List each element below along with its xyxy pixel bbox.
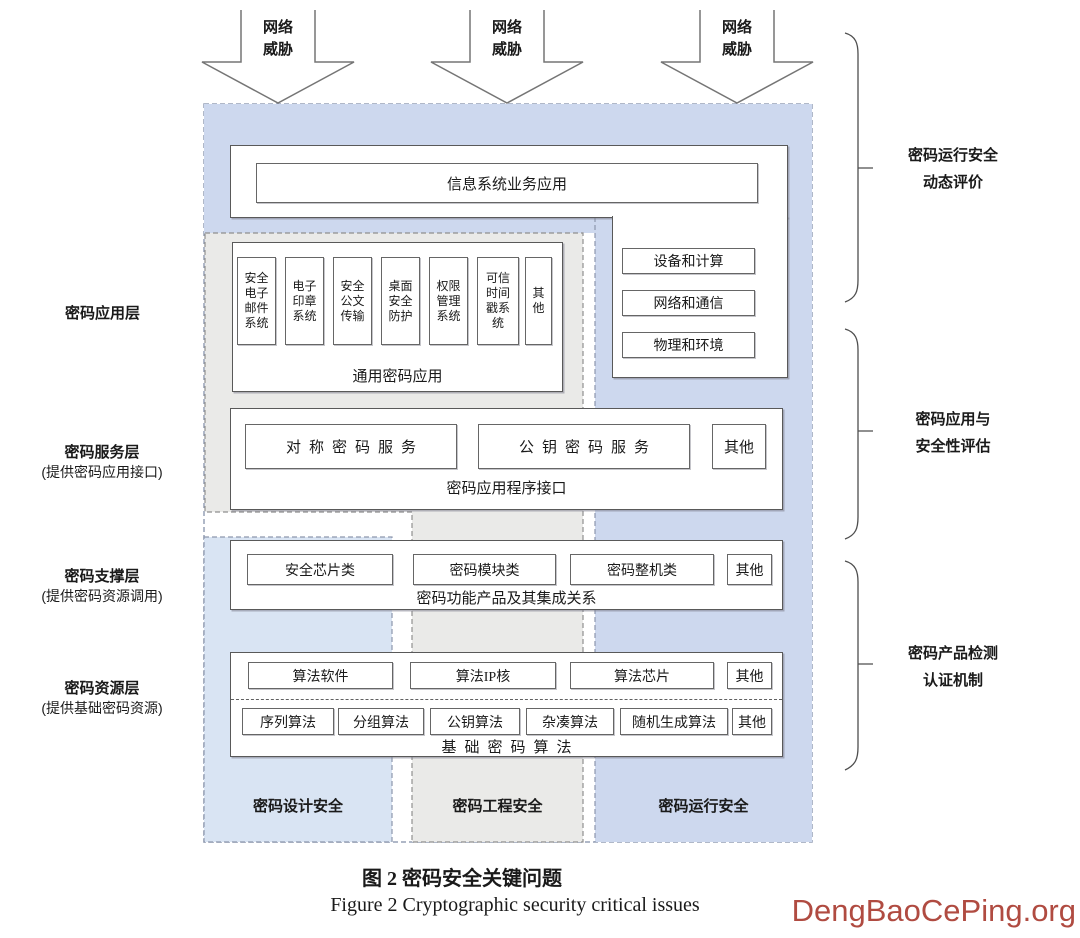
generic-crypto-apps-label: 通用密码应用 — [352, 369, 443, 385]
layer-title: 密码应用层 — [64, 305, 140, 322]
layer-subtitle: (提供基础密码资源) — [41, 700, 163, 716]
generic-crypto-apps-container: 安全 电子 邮件 系统 电子 印章 系统 安全 公文 传输 桌面 安全 防护 权… — [232, 242, 563, 392]
brace-icon — [844, 328, 873, 540]
app-box: 电子 印章 系统 — [285, 257, 324, 345]
threat-arrow-label: 网络 威胁 — [721, 19, 752, 58]
layer-title: 密码支撑层 — [64, 568, 140, 585]
threat-arrow-label: 网络 威胁 — [491, 19, 522, 58]
threat-arrow-icon — [430, 10, 584, 104]
app-box: 权限 管理 系统 — [429, 257, 468, 345]
algorithm-box: 分组算法 — [338, 708, 424, 735]
layer-subtitle: (提供密码应用接口) — [41, 464, 163, 480]
layer-subtitle: (提供密码资源调用) — [41, 588, 163, 604]
brace-icon — [844, 32, 873, 303]
algorithm-box: 杂凑算法 — [526, 708, 614, 735]
environment-container: 设备和计算 网络和通信 物理和环境 — [612, 216, 788, 378]
threat-arrow-icon — [201, 10, 355, 104]
layer-label-resource: 密码资源层 (提供基础密码资源) — [2, 679, 202, 717]
watermark: DengBaoCePing.org — [791, 893, 1076, 928]
service-box: 对称密码服务 — [245, 424, 457, 469]
support-layer-container: 安全芯片类 密码模块类 密码整机类 其他 密码功能产品及其集成关系 — [230, 540, 783, 610]
layer-label-support: 密码支撑层 (提供密码资源调用) — [2, 567, 202, 605]
app-box: 安全 公文 传输 — [333, 257, 372, 345]
resource-box: 其他 — [727, 662, 772, 689]
app-box: 可信 时间 戳系 统 — [477, 257, 519, 345]
caption-en: Figure 2 Cryptographic security critical… — [330, 894, 700, 916]
threat-arrow-icon — [660, 10, 814, 104]
resource-box: 算法IP核 — [410, 662, 556, 689]
environment-box: 设备和计算 — [622, 248, 755, 274]
brace-icon — [844, 560, 873, 771]
service-box: 公钥密码服务 — [478, 424, 690, 469]
resource-layer-label: 基础密码算法 — [441, 740, 580, 756]
layer-label-application: 密码应用层 — [5, 304, 200, 324]
service-layer-container: 对称密码服务 公钥密码服务 其他 密码应用程序接口 — [230, 408, 783, 510]
layer-label-service: 密码服务层 (提供密码应用接口) — [2, 443, 202, 481]
threat-arrow-label: 网络 威胁 — [262, 19, 293, 58]
zone-label-engineering: 密码工程安全 — [452, 798, 543, 815]
resource-divider — [231, 699, 782, 700]
app-box: 桌面 安全 防护 — [381, 257, 420, 345]
zone-label-design: 密码设计安全 — [252, 798, 343, 815]
resource-box: 算法芯片 — [570, 662, 714, 689]
algorithm-box: 公钥算法 — [430, 708, 520, 735]
caption-zh: 图 2 密码安全关键问题 — [362, 868, 562, 890]
algorithm-box: 随机生成算法 — [620, 708, 728, 735]
support-layer-label: 密码功能产品及其集成关系 — [416, 591, 597, 607]
service-box: 其他 — [712, 424, 766, 469]
brace-label-operation-evaluation: 密码运行安全 动态评价 — [907, 147, 998, 191]
service-layer-label: 密码应用程序接口 — [446, 481, 567, 497]
app-box: 安全 电子 邮件 系统 — [237, 257, 276, 345]
environment-box: 物理和环境 — [622, 332, 755, 358]
layer-title: 密码服务层 — [64, 444, 140, 461]
support-box: 安全芯片类 — [247, 554, 393, 585]
brace-label-application-assessment: 密码应用与 安全性评估 — [915, 411, 991, 455]
support-box: 密码模块类 — [413, 554, 556, 585]
resource-box: 算法软件 — [248, 662, 393, 689]
app-box: 其 他 — [525, 257, 552, 345]
algorithm-box: 其他 — [732, 708, 772, 735]
algorithm-box: 序列算法 — [242, 708, 334, 735]
brace-label-product-certification: 密码产品检测 认证机制 — [907, 645, 998, 689]
support-box: 密码整机类 — [570, 554, 714, 585]
layer-title: 密码资源层 — [64, 680, 140, 697]
business-application-box: 信息系统业务应用 — [256, 163, 758, 203]
resource-layer-container: 算法软件 算法IP核 算法芯片 其他 序列算法 分组算法 公钥算法 杂凑算法 随… — [230, 652, 783, 757]
support-box: 其他 — [727, 554, 772, 585]
environment-box: 网络和通信 — [622, 290, 755, 316]
zone-label-operation: 密码运行安全 — [658, 798, 749, 815]
